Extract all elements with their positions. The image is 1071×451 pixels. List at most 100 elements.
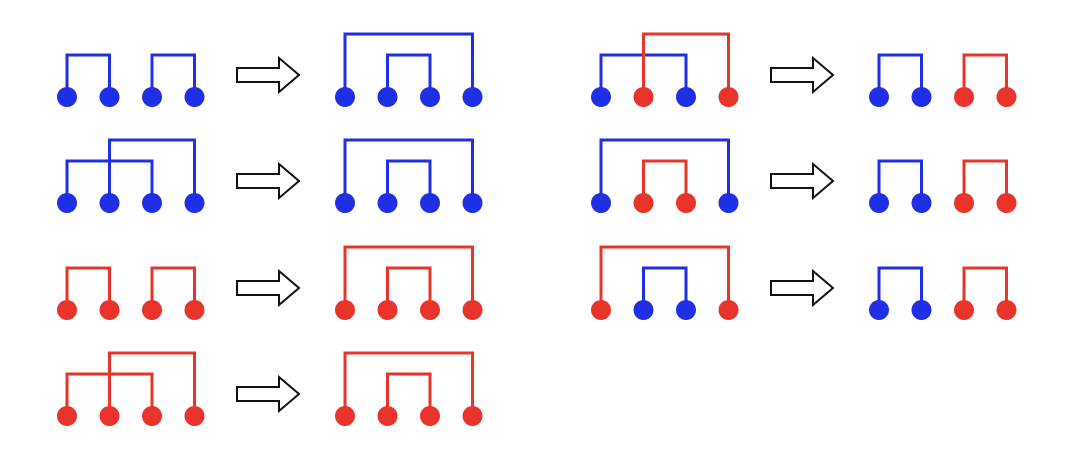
rule-7-before-arc-1 bbox=[599, 245, 730, 310]
rule-4-arrow-icon bbox=[236, 374, 301, 414]
rule-4-before-node-3 bbox=[142, 406, 162, 426]
rule-7-before-node-4 bbox=[718, 300, 739, 320]
rule-4-after-node-2 bbox=[377, 406, 398, 426]
rule-4-before-node-1 bbox=[57, 406, 77, 426]
rule-5 bbox=[591, 32, 1017, 107]
rule-1-after-node-4 bbox=[462, 87, 483, 107]
rule-4-after-diagram bbox=[335, 351, 483, 426]
rule-5-after-arc-1 bbox=[877, 53, 923, 97]
rule-1-before-arc-2 bbox=[150, 53, 196, 97]
rule-2-after-node-4 bbox=[462, 193, 483, 213]
rule-2-before-diagram bbox=[57, 138, 205, 213]
rule-1-after-node-3 bbox=[420, 87, 440, 107]
rule-6-arrow-icon bbox=[770, 161, 835, 201]
rule-5-before-node-1 bbox=[591, 87, 611, 107]
rule-7-before-arc-2 bbox=[642, 266, 688, 310]
rule-7-arrow-icon bbox=[770, 268, 835, 308]
rule-7-before-diagram bbox=[591, 245, 739, 320]
rule-5-after-arc-2 bbox=[962, 53, 1008, 97]
rule-1-before-diagram bbox=[57, 53, 205, 107]
rule-2-before-node-1 bbox=[57, 193, 77, 213]
rule-1-after-node-2 bbox=[377, 87, 398, 107]
rule-4 bbox=[57, 351, 483, 426]
rule-5-before-node-3 bbox=[676, 87, 696, 107]
rule-7-after-arc-2 bbox=[962, 266, 1008, 310]
rule-6-after-node-4 bbox=[996, 193, 1017, 213]
rule-3-before-node-3 bbox=[142, 300, 162, 320]
rule-6-after-node-2 bbox=[911, 193, 932, 213]
rule-3-before-arc-1 bbox=[65, 266, 111, 310]
rule-2-before-arc-2 bbox=[108, 138, 196, 203]
rule-3-before-arc-2 bbox=[150, 266, 196, 310]
rule-3-after-node-1 bbox=[335, 300, 355, 320]
rule-1-before-arc-1 bbox=[65, 53, 111, 97]
rule-5-after-node-3 bbox=[954, 87, 974, 107]
rule-5-before-node-2 bbox=[633, 87, 654, 107]
rule-6-after-node-3 bbox=[954, 193, 974, 213]
rule-7-before-node-2 bbox=[633, 300, 654, 320]
rule-7-after-diagram bbox=[869, 266, 1017, 320]
rule-6-after-node-1 bbox=[869, 193, 889, 213]
rule-1-before-node-3 bbox=[142, 87, 162, 107]
rule-1-after-diagram bbox=[335, 32, 483, 107]
rule-3-after-arc-2 bbox=[386, 266, 432, 310]
rule-3-after-node-4 bbox=[462, 300, 483, 320]
rule-5-after-node-1 bbox=[869, 87, 889, 107]
rule-2 bbox=[57, 138, 483, 213]
rule-7-after-arc-1 bbox=[877, 266, 923, 310]
rule-3-after-node-2 bbox=[377, 300, 398, 320]
rule-1-before-node-4 bbox=[184, 87, 205, 107]
rule-4-after-arc-1 bbox=[343, 351, 474, 416]
rule-6-before-arc-2 bbox=[642, 159, 688, 203]
rule-2-before-node-2 bbox=[99, 193, 120, 213]
rule-7-after-node-2 bbox=[911, 300, 932, 320]
rule-6-after-diagram bbox=[869, 159, 1017, 213]
rule-7-after-node-4 bbox=[996, 300, 1017, 320]
rule-5-after-node-2 bbox=[911, 87, 932, 107]
rule-5-before-arc-2 bbox=[642, 32, 730, 97]
rule-7-before-node-3 bbox=[676, 300, 696, 320]
rule-4-before-arc-2 bbox=[108, 351, 196, 416]
rule-2-after-node-2 bbox=[377, 193, 398, 213]
rule-3-before-diagram bbox=[57, 266, 205, 320]
rule-1 bbox=[57, 32, 483, 107]
rule-1-after-node-1 bbox=[335, 87, 355, 107]
rule-3-after-node-3 bbox=[420, 300, 440, 320]
rule-5-arrow-icon bbox=[770, 55, 835, 95]
rule-4-after-node-3 bbox=[420, 406, 440, 426]
rule-6-before-node-3 bbox=[676, 193, 696, 213]
rule-3-before-node-4 bbox=[184, 300, 205, 320]
rule-2-after-arc-1 bbox=[343, 138, 474, 203]
rule-7-after-node-3 bbox=[954, 300, 974, 320]
rule-2-after-diagram bbox=[335, 138, 483, 213]
rule-6-after-arc-1 bbox=[877, 159, 923, 203]
rule-4-before-node-4 bbox=[184, 406, 205, 426]
rule-6-before-node-1 bbox=[591, 193, 611, 213]
rule-7-after-node-1 bbox=[869, 300, 889, 320]
rule-6 bbox=[591, 138, 1017, 213]
rule-4-before-diagram bbox=[57, 351, 205, 426]
rule-1-before-node-2 bbox=[99, 87, 120, 107]
rule-1-after-arc-2 bbox=[386, 53, 432, 97]
rule-6-before-node-4 bbox=[718, 193, 739, 213]
rule-7 bbox=[591, 245, 1017, 320]
rule-6-after-arc-2 bbox=[962, 159, 1008, 203]
rule-6-before-diagram bbox=[591, 138, 739, 213]
rule-3-arrow-icon bbox=[236, 268, 301, 308]
rule-4-after-node-1 bbox=[335, 406, 355, 426]
rule-3-after-arc-1 bbox=[343, 245, 474, 310]
rule-4-after-arc-2 bbox=[386, 372, 432, 416]
rule-2-before-node-3 bbox=[142, 193, 162, 213]
rule-4-before-node-2 bbox=[99, 406, 120, 426]
rule-3 bbox=[57, 245, 483, 320]
rule-6-before-node-2 bbox=[633, 193, 654, 213]
rule-5-before-diagram bbox=[591, 32, 739, 107]
rule-1-before-node-1 bbox=[57, 87, 77, 107]
rule-1-after-arc-1 bbox=[343, 32, 474, 97]
rule-5-before-node-4 bbox=[718, 87, 739, 107]
rule-2-arrow-icon bbox=[236, 161, 301, 201]
rule-4-after-node-4 bbox=[462, 406, 483, 426]
rule-2-after-node-3 bbox=[420, 193, 440, 213]
